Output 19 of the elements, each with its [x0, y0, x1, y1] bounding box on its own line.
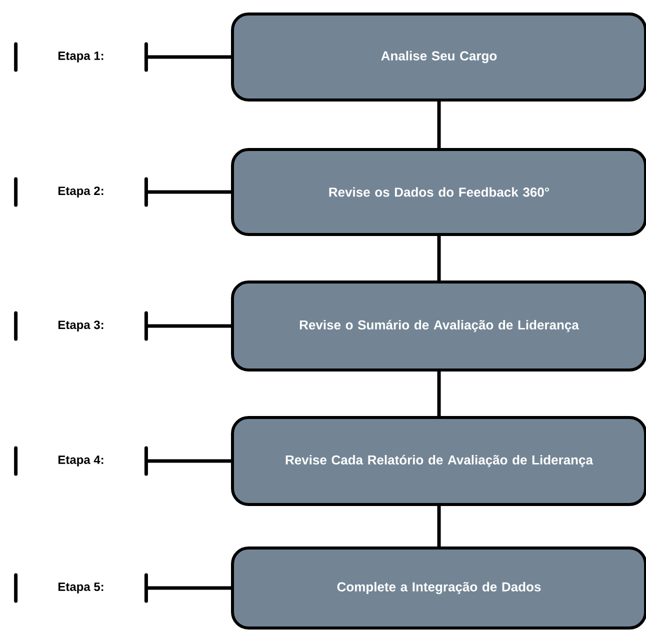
step-label: Etapa 3:: [14, 311, 148, 341]
connector-line: [146, 459, 231, 463]
connector-line: [146, 55, 231, 59]
step-label: Etapa 2:: [14, 177, 148, 207]
process-box: Analise Seu Cargo: [231, 12, 646, 102]
process-box: Complete a Integração de Dados: [231, 546, 646, 630]
connector-line: [146, 190, 231, 194]
process-box: Revise o Sumário de Avaliação de Liderança: [231, 280, 646, 372]
connector-line: [146, 324, 231, 328]
process-box: Revise Cada Relatório de Avaliação de Liderança: [231, 416, 646, 506]
step-label: Etapa 4:: [14, 446, 148, 476]
connector-line: [437, 372, 441, 416]
step-label: Etapa 1:: [14, 42, 148, 72]
step-label: Etapa 5:: [14, 573, 148, 603]
process-box: Revise os Dados do Feedback 360°: [231, 148, 646, 236]
connector-line: [146, 586, 231, 590]
connector-line: [437, 506, 441, 546]
connector-line: [437, 236, 441, 280]
connector-line: [437, 102, 441, 148]
